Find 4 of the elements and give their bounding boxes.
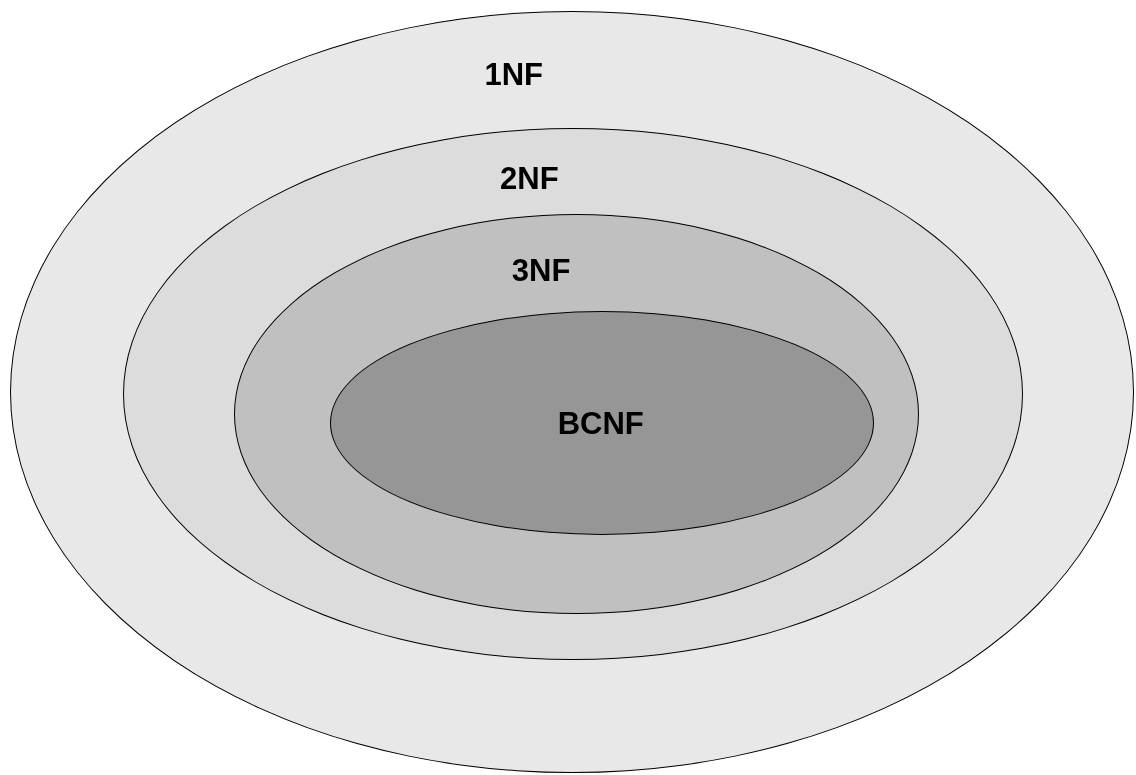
region-label: BCNF bbox=[557, 405, 644, 442]
region-label: 3NF bbox=[511, 253, 571, 290]
region-label: 2NF bbox=[500, 161, 559, 198]
region-label: 1NF bbox=[484, 56, 543, 93]
